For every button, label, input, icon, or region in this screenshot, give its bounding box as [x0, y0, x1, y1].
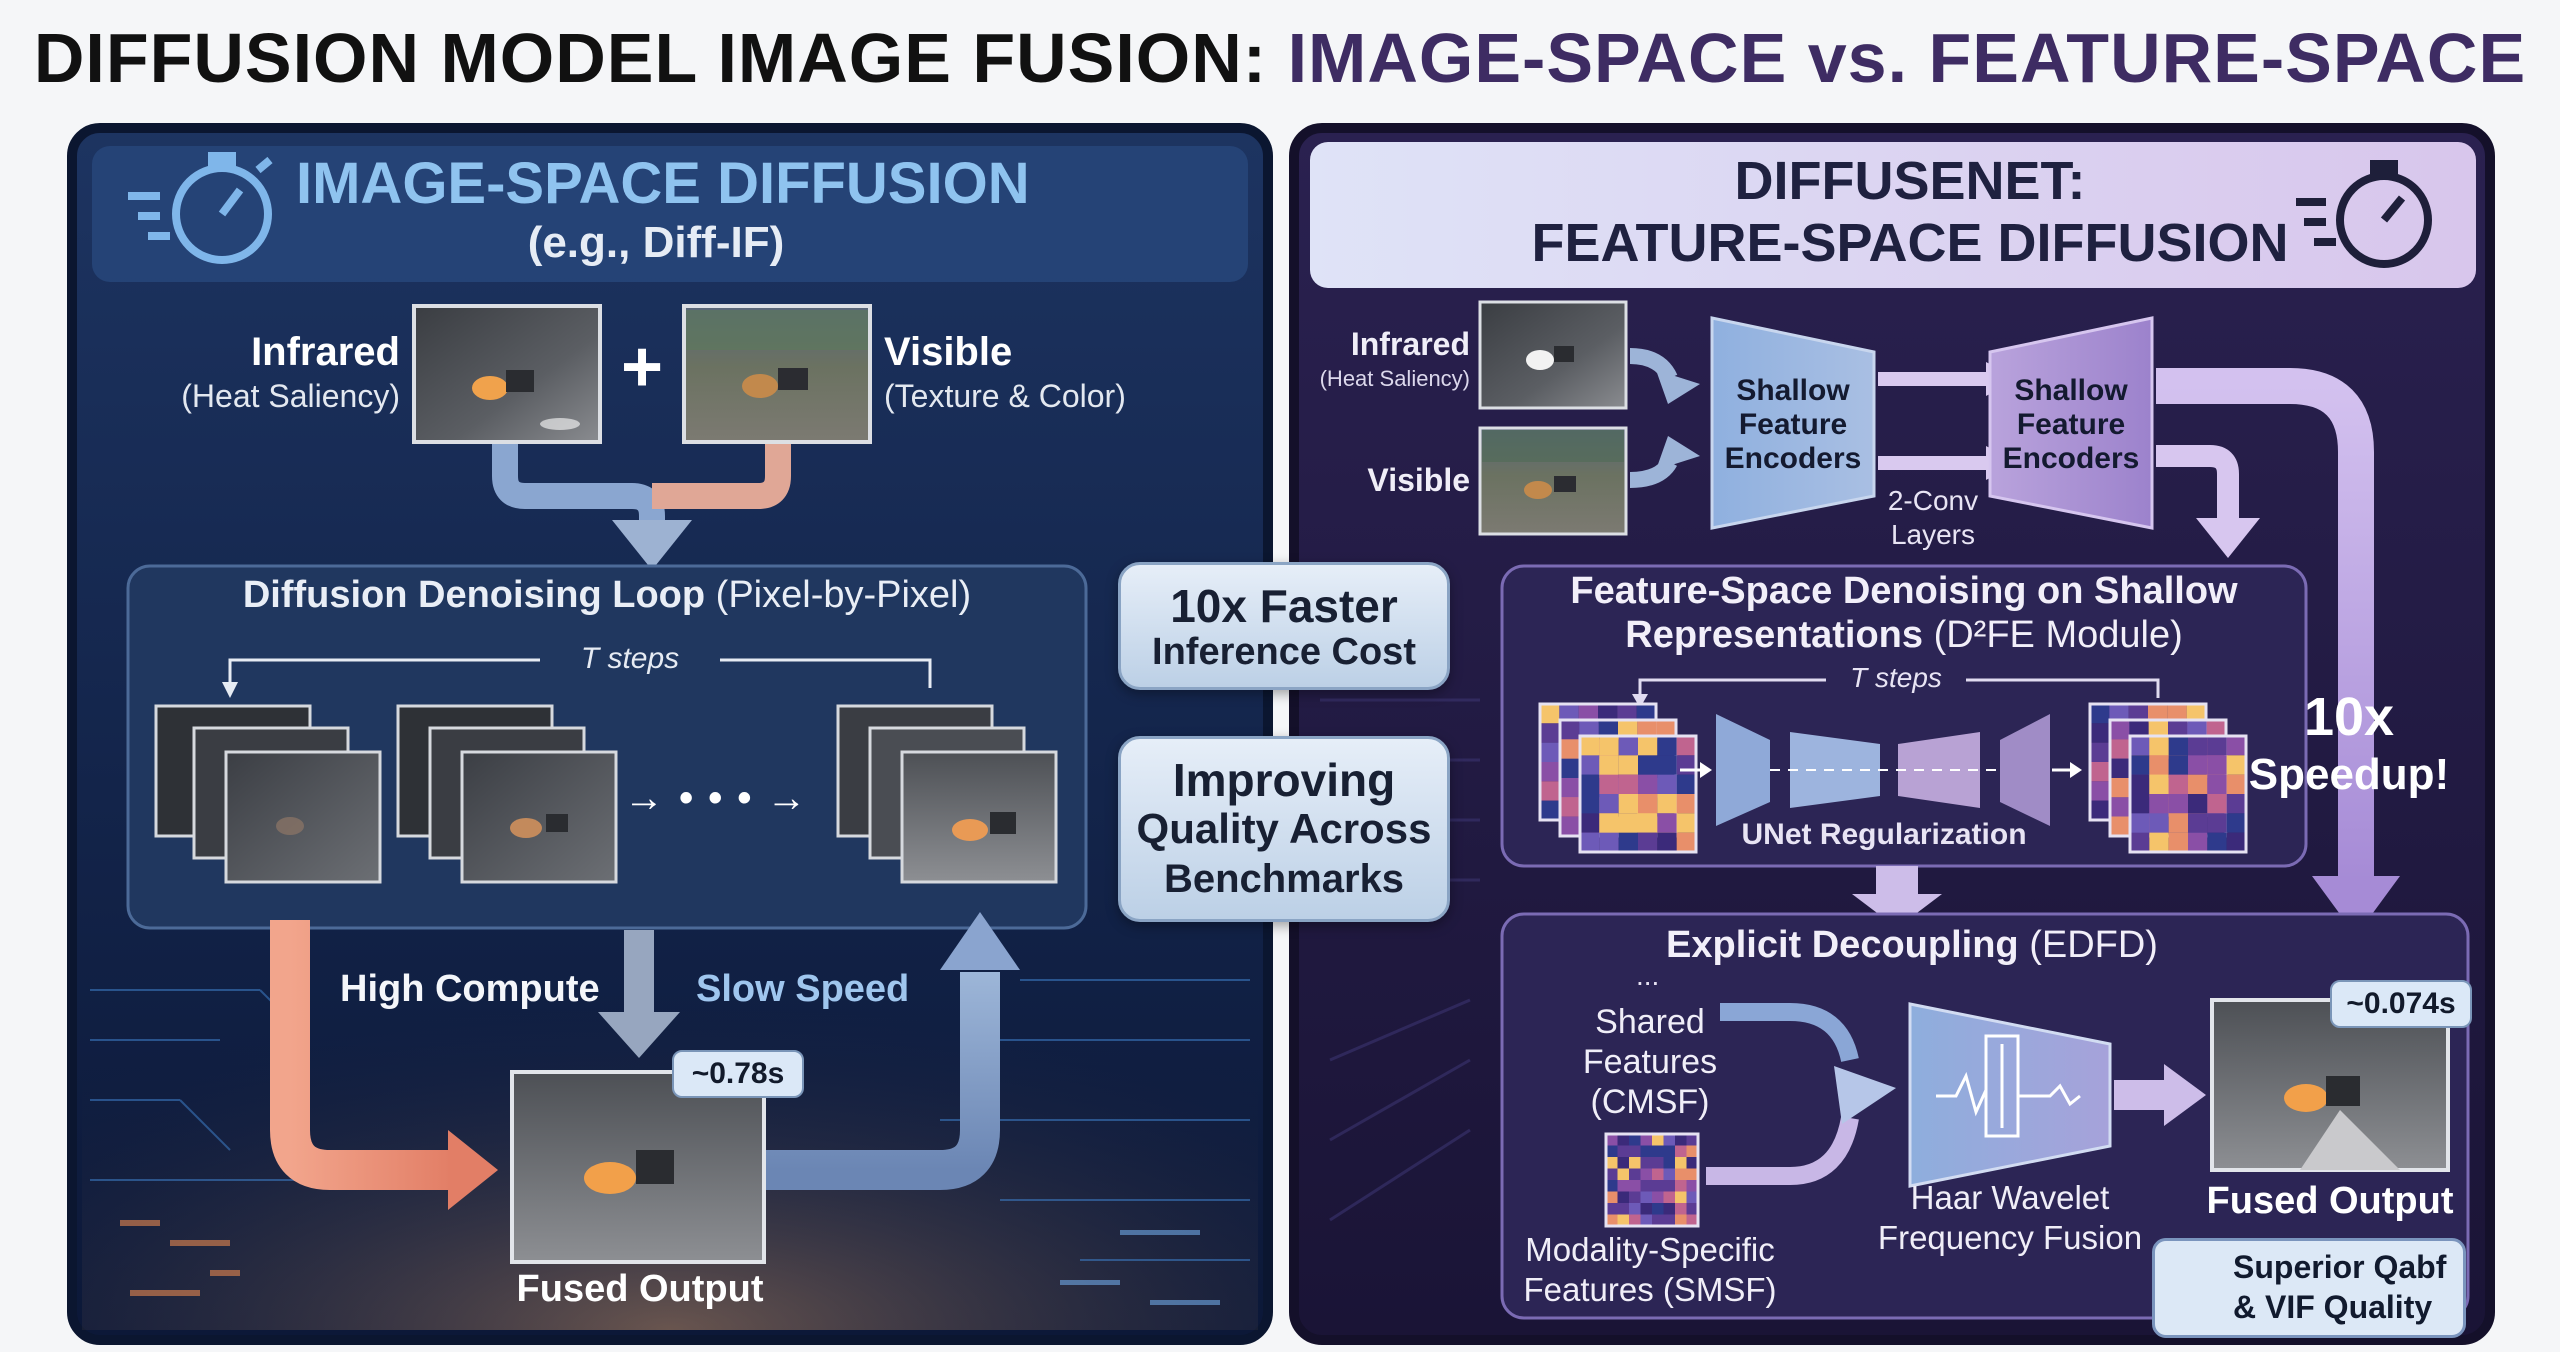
unet-regularization-block: [1680, 714, 2082, 826]
infrared-label-right: Infrared: [1350, 326, 1470, 362]
slow-speed-label: Slow Speed: [696, 968, 910, 1010]
quality-badge: Improving Quality Across Benchmarks: [1118, 736, 1450, 922]
decoupling-dots: ...: [1636, 960, 1660, 991]
t-steps-label-right: T steps: [1826, 662, 1966, 694]
steps-ellipsis: → • • • →: [624, 776, 809, 820]
infrared-thumbnail: [412, 304, 602, 444]
visible-sublabel: (Texture & Color): [884, 378, 1126, 414]
visible-label: Visible: [884, 330, 1013, 374]
superior-quality-badge: Superior Qabf& VIF Quality: [2152, 1238, 2466, 1338]
stopwatch-icon-right: [2296, 160, 2432, 268]
high-compute-label: High Compute: [340, 968, 600, 1010]
modality-specific-heatmap: [1604, 1132, 1700, 1228]
t-steps-label: T steps: [540, 642, 720, 676]
infrared-sublabel: (Heat Saliency): [181, 378, 400, 414]
right-panel-heading-line2: FEATURE-SPACE DIFFUSION: [1531, 213, 2289, 273]
visible-thumbnail-right: [1478, 426, 1628, 536]
left-panel-heading: IMAGE-SPACE DIFFUSION: [296, 151, 1030, 216]
right-time-badge: ~0.074s: [2330, 980, 2472, 1028]
denoise-title-line2: Representations (D²FE Module): [1625, 614, 2183, 656]
infrared-label: Infrared: [251, 330, 400, 374]
circuit-decoration: [90, 979, 1250, 1261]
fused-output-image-right: [2210, 998, 2450, 1172]
left-fused-output-label: Fused Output: [516, 1268, 764, 1310]
unet-label: UNet Regularization: [1741, 818, 2027, 851]
noisy-frames-stack-2: [396, 704, 618, 884]
left-time-badge: ~0.78s: [672, 1050, 804, 1098]
feature-heatmap-output: [2088, 702, 2248, 854]
noisy-frames-stack-3: [836, 704, 1058, 884]
infrared-sublabel-right: (Heat Saliency): [1319, 366, 1470, 391]
denoise-title-line1: Feature-Space Denoising on Shallow: [1570, 570, 2238, 612]
visible-label-right: Visible: [1367, 462, 1470, 498]
page-title: DIFFUSION MODEL IMAGE FUSION: IMAGE-SPAC…: [33, 19, 2527, 97]
shallow-encoder-1: [1710, 316, 1876, 530]
left-panel-subheading: (e.g., Diff-IF): [527, 218, 785, 267]
faster-inference-badge: 10x Faster Inference Cost: [1118, 562, 1450, 690]
denoising-loop-title: Diffusion Denoising Loop (Pixel-by-Pixel…: [242, 574, 972, 616]
plus-sign: +: [620, 327, 664, 407]
visible-thumbnail: [682, 304, 872, 444]
feature-heatmap-input: [1538, 702, 1698, 854]
infrared-thumbnail-right: [1478, 300, 1628, 410]
decoupling-title: Explicit Decoupling (EDFD): [1666, 924, 2158, 966]
stopwatch-icon: [128, 152, 273, 264]
fused-output-image-left: [510, 1070, 766, 1264]
right-fused-output-label: Fused Output: [2206, 1180, 2454, 1222]
noisy-frames-stack-1: [154, 704, 382, 884]
haar-wavelet-block: [1908, 1002, 2112, 1188]
shallow-encoder-2: [1988, 316, 2154, 530]
right-panel-heading-line1: DIFFUSENET:: [1734, 151, 2086, 211]
